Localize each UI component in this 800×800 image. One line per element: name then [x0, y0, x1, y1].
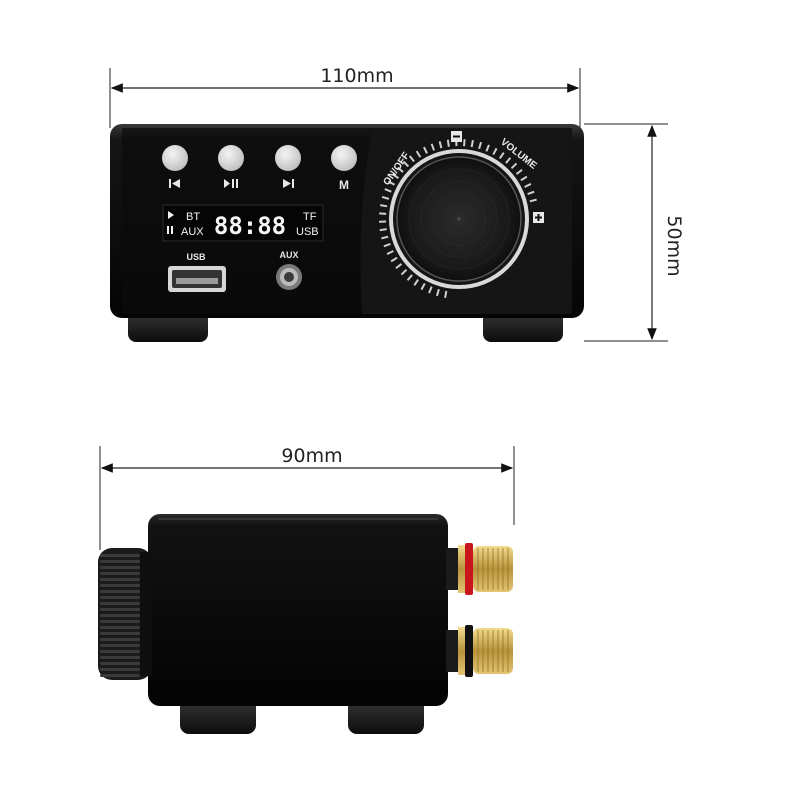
knob-tick	[380, 204, 388, 208]
knob-tick	[381, 195, 390, 200]
knob-tick	[406, 274, 413, 281]
knob-ridge	[100, 602, 140, 605]
knob-tick	[430, 143, 435, 151]
knob-tick	[383, 243, 391, 248]
amplifier-front-view: M BT AUX 88:88 TF USB USB AUX	[110, 124, 584, 342]
knob-ridge	[100, 608, 140, 611]
knob-tick	[435, 288, 440, 297]
knob-scale-ticks	[379, 139, 537, 298]
amplifier-side-view	[98, 514, 513, 734]
knob-ridge	[100, 668, 140, 671]
side-body	[148, 514, 448, 706]
knob-tick	[438, 141, 443, 149]
knob-tick	[420, 282, 426, 291]
knob-tick	[413, 278, 420, 286]
knob-tick	[524, 183, 532, 188]
next-icon	[283, 179, 294, 188]
knob-tick	[527, 190, 535, 195]
knob-ridge	[100, 674, 140, 677]
knob-ridge	[100, 656, 140, 659]
knob-tick	[408, 155, 415, 163]
mode-icon: M	[339, 178, 349, 192]
knob-ridge	[100, 572, 140, 575]
knob-tick	[510, 162, 518, 170]
knob-ridge	[100, 632, 140, 635]
display-digits: 88:88	[214, 212, 286, 240]
side-width-label: 90mm	[281, 445, 342, 467]
red-collar	[465, 543, 473, 595]
knob-ridge	[100, 626, 140, 629]
knob-ridge	[100, 614, 140, 617]
knob-tick	[505, 157, 512, 164]
previous-button[interactable]	[162, 145, 188, 171]
knob-tick	[529, 198, 537, 203]
knob-tick	[400, 268, 408, 276]
knob-tick	[397, 166, 404, 173]
black-collar	[465, 625, 473, 677]
knob-tick	[423, 146, 428, 154]
front-height-label: 50mm	[663, 215, 685, 276]
front-width-dimension: 110mm	[109, 65, 581, 128]
display-mode-tf: TF	[303, 211, 317, 223]
knob-ridge	[100, 662, 140, 665]
knob-ridge	[100, 638, 140, 641]
knob-tick	[446, 139, 450, 147]
knob-tick	[379, 228, 387, 232]
knob-tick	[392, 173, 400, 180]
knob-tick	[415, 150, 422, 158]
display-mode-bt: BT	[186, 211, 200, 223]
knob-ridge	[100, 554, 140, 557]
previous-icon	[169, 179, 180, 188]
knob-tick	[387, 180, 396, 186]
knob-tick	[384, 188, 392, 193]
play-pause-icon	[224, 179, 238, 188]
knob-ridge	[100, 566, 140, 569]
knob-tick	[402, 160, 410, 168]
pause-indicator-icon	[167, 226, 169, 234]
front-height-dimension: 50mm	[584, 123, 685, 342]
knob-tick	[515, 168, 523, 175]
knob-tick	[390, 256, 398, 263]
knob-ring	[389, 149, 529, 289]
knob-tick	[381, 235, 389, 240]
knob-ridge	[100, 560, 140, 563]
knob-tick	[395, 263, 403, 270]
knob-tick	[520, 175, 528, 182]
mode-button[interactable]	[331, 145, 357, 171]
knob-ridge	[100, 590, 140, 593]
usb-label: USB	[186, 252, 206, 262]
speaker-terminal-red[interactable]	[446, 543, 513, 595]
knob-ridge	[100, 584, 140, 587]
knob-tick	[386, 250, 394, 255]
speaker-terminal-black[interactable]	[446, 625, 513, 677]
knob-tick	[444, 290, 448, 298]
knob-tick	[428, 286, 433, 294]
knob-ridge	[100, 578, 140, 581]
knob-ridge	[100, 596, 140, 599]
knob-grip-ridges	[100, 554, 140, 677]
aux-label: AUX	[279, 250, 298, 260]
play-pause-button[interactable]	[218, 145, 244, 171]
knob-tick	[498, 152, 505, 160]
knob-tick	[492, 147, 498, 156]
knob-tick	[478, 141, 483, 150]
knob-ridge	[100, 650, 140, 653]
display-mode-usb: USB	[296, 226, 319, 238]
front-width-label: 110mm	[320, 65, 393, 87]
knob-tick	[485, 144, 490, 152]
knob-ridge	[100, 644, 140, 647]
lcd-display: BT AUX 88:88 TF USB	[162, 204, 324, 242]
control-buttons: M	[162, 145, 357, 192]
knob-ridge	[100, 620, 140, 623]
side-width-dimension: 90mm	[99, 445, 515, 550]
next-button[interactable]	[275, 145, 301, 171]
knob-tick	[470, 140, 474, 148]
play-indicator-icon	[168, 211, 174, 219]
display-mode-aux: AUX	[181, 226, 204, 238]
